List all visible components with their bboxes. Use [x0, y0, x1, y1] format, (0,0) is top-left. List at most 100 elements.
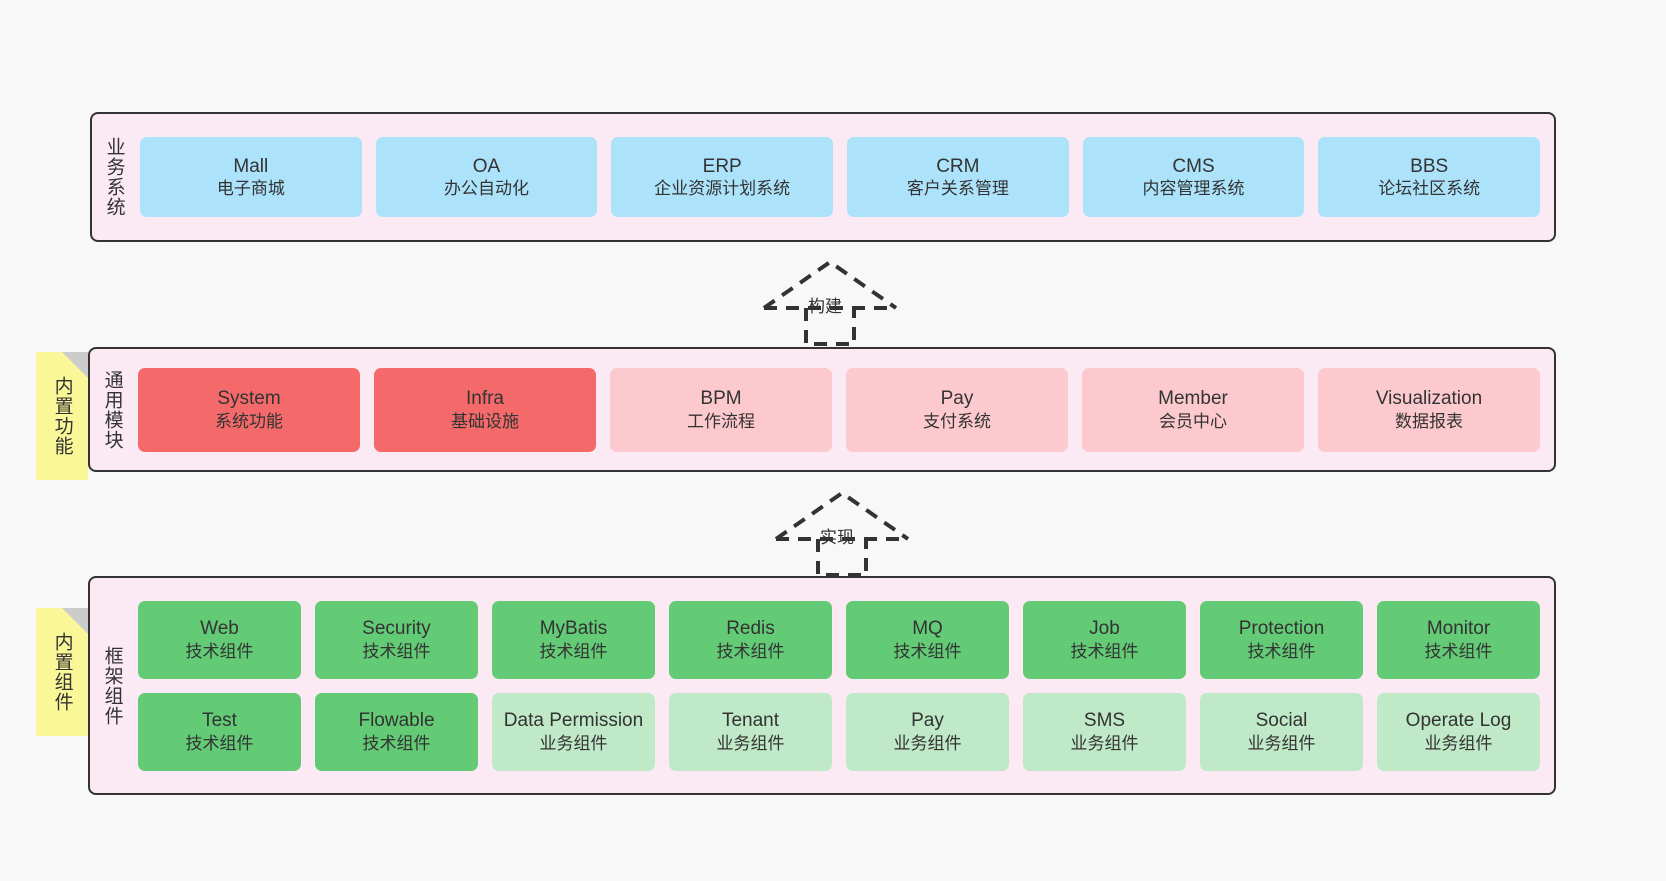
card-subtitle: 业务组件 [1070, 733, 1139, 753]
card-subtitle: 基础设施 [451, 411, 519, 431]
card-subtitle: 技术组件 [362, 733, 431, 753]
card-subtitle: 技术组件 [185, 641, 254, 661]
card-title: Pay [911, 710, 944, 732]
card-title: Data Permission [503, 710, 644, 732]
card-title: Security [362, 618, 431, 640]
card-subtitle: 技术组件 [1070, 641, 1139, 661]
arrowhead-triangle-build [762, 259, 898, 310]
layer-label-framework-components: 框架组件 [101, 645, 123, 726]
card-title: Operate Log [1405, 710, 1512, 732]
card-title: Job [1089, 618, 1120, 640]
card-title: SMS [1083, 710, 1126, 732]
connector-build: 构建 [760, 256, 900, 346]
layer-label-common-modules: 通用模块 [101, 369, 123, 450]
card-title: Flowable [358, 710, 435, 732]
card-subtitle: 技术组件 [716, 641, 785, 661]
card-title: Redis [726, 618, 775, 640]
connector-implement: 实现 [772, 487, 912, 577]
sticky-note-builtin-components-label: 内置组件 [51, 632, 73, 712]
connector-label-implement: 实现 [820, 528, 854, 547]
card-title: Social [1255, 710, 1308, 732]
arrowhead-triangle-implement [774, 490, 910, 541]
card-subtitle: 数据报表 [1395, 411, 1463, 431]
card-subtitle: 办公自动化 [444, 179, 529, 199]
card-title: ERP [702, 155, 742, 177]
card-title: BBS [1410, 155, 1449, 177]
card-subtitle: 技术组件 [893, 641, 962, 661]
card-title: MyBatis [539, 618, 608, 640]
card-subtitle: 客户关系管理 [906, 179, 1009, 199]
card-title: BPM [700, 388, 742, 410]
card-subtitle: 业务组件 [716, 733, 785, 753]
card-title: CMS [1172, 155, 1215, 177]
card-title: Mall [233, 155, 269, 177]
card-subtitle: 技术组件 [1247, 641, 1316, 661]
sticky-note-builtin-functions-label: 内置功能 [51, 376, 73, 456]
card-subtitle: 业务组件 [1247, 733, 1316, 753]
card-subtitle: 技术组件 [1424, 641, 1493, 661]
card-title: Visualization [1375, 388, 1483, 410]
card-subtitle: 技术组件 [185, 733, 254, 753]
card-subtitle: 业务组件 [1424, 733, 1493, 753]
sticky-note-builtin-functions: 内置功能 [36, 352, 88, 480]
card-title: CRM [936, 155, 980, 177]
card-subtitle: 会员中心 [1159, 411, 1227, 431]
connector-label-build: 构建 [808, 297, 842, 316]
card-subtitle: 技术组件 [362, 641, 431, 661]
card-title: Protection [1238, 618, 1325, 640]
card-title: System [217, 388, 281, 410]
card-subtitle: 内容管理系统 [1142, 179, 1245, 199]
card-title: Pay [940, 388, 974, 410]
card-title: OA [472, 155, 501, 177]
card-subtitle: 技术组件 [539, 641, 608, 661]
card-subtitle: 系统功能 [215, 411, 283, 431]
card-subtitle: 电子商城 [216, 179, 285, 199]
card-subtitle: 工作流程 [687, 411, 755, 431]
card-title: MQ [912, 618, 943, 640]
card-subtitle: 业务组件 [539, 733, 608, 753]
card-subtitle: 业务组件 [893, 733, 962, 753]
card-title: Monitor [1426, 618, 1491, 640]
card-title: Infra [465, 388, 505, 410]
sticky-note-builtin-components: 内置组件 [36, 608, 88, 736]
